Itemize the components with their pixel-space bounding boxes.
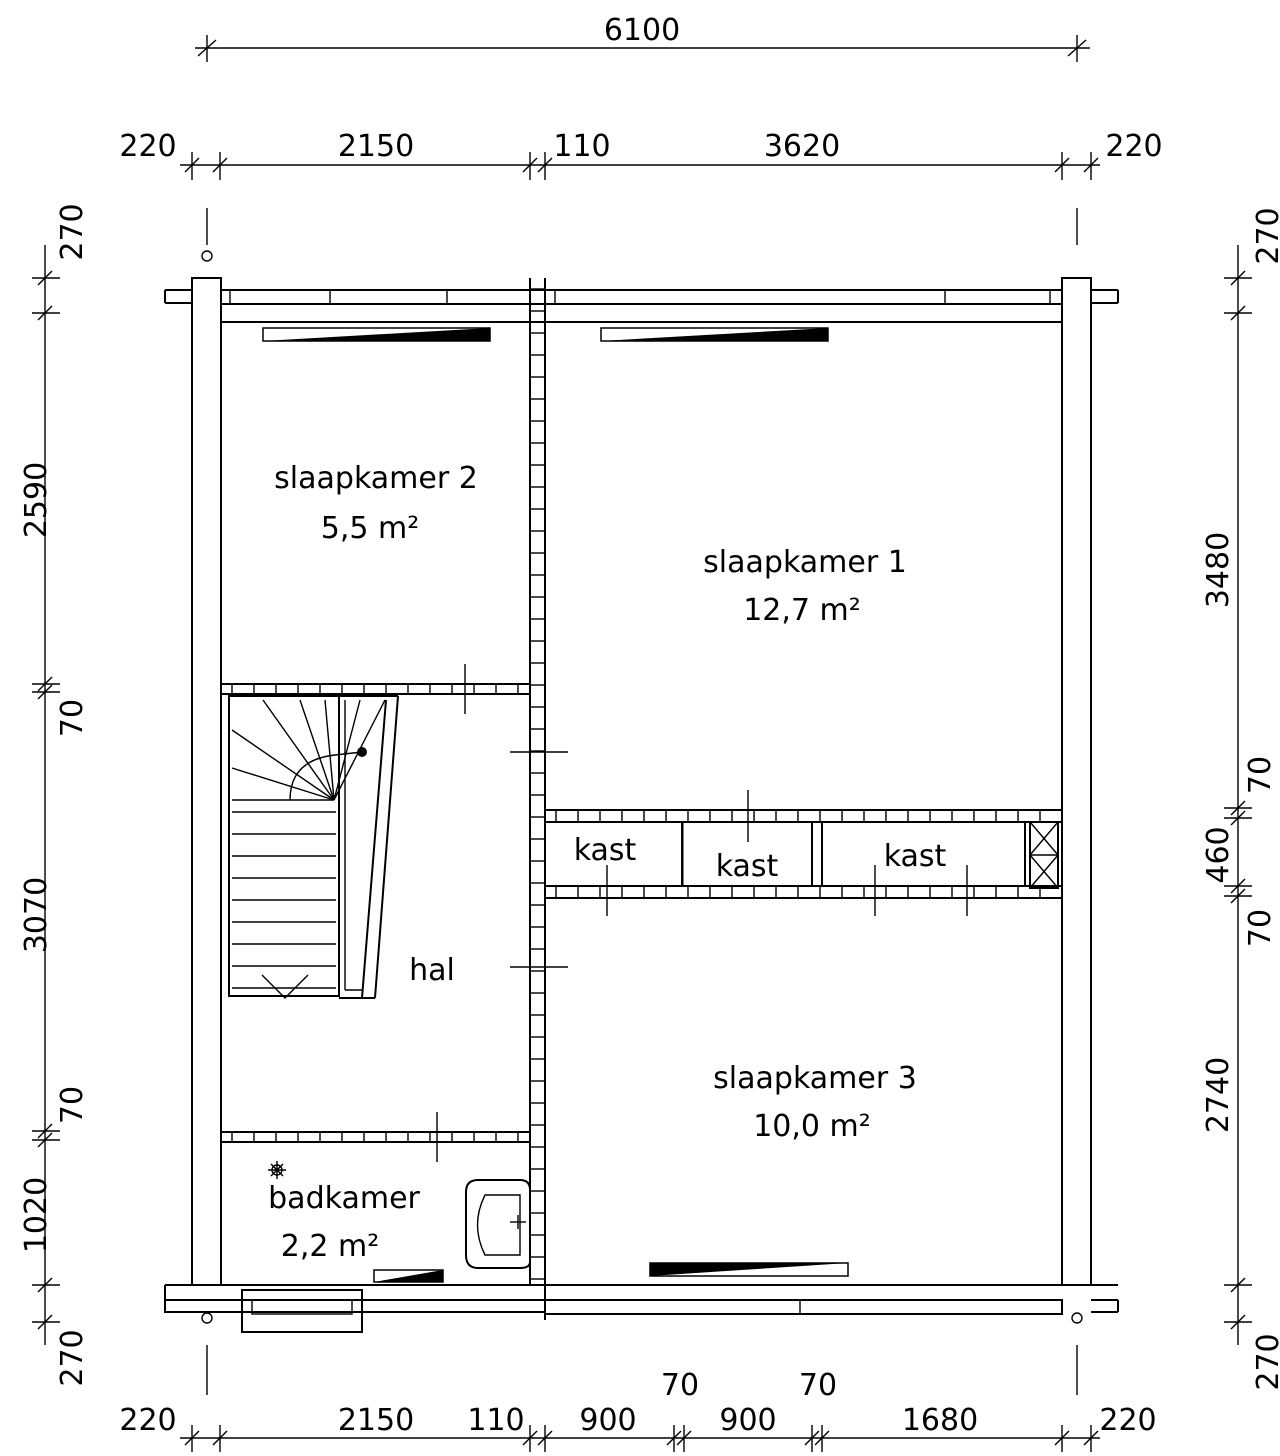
dim-top-1: 220 [119, 129, 176, 164]
room-name-hal: hal [409, 953, 455, 988]
ceiling-light [268, 1161, 286, 1179]
dim-left-2: 2590 [19, 462, 54, 538]
room-name-badkamer: badkamer [268, 1181, 420, 1216]
dim-left-5: 70 [55, 1086, 90, 1124]
dim-overall-width: 6100 [604, 13, 680, 48]
dim-bottom-5: 70 [661, 1368, 699, 1403]
dim-left-6: 1020 [19, 1177, 54, 1253]
dim-bottom-7: 70 [799, 1368, 837, 1403]
dim-bottom-4: 900 [579, 1403, 636, 1438]
dim-top-2: 2150 [338, 129, 414, 164]
dim-left-1: 270 [55, 203, 90, 260]
dimension-labels: 6100 220 2150 110 3620 220 220 2150 110 … [19, 13, 1280, 1438]
sink [465, 1179, 531, 1269]
dim-top-5: 220 [1105, 129, 1162, 164]
dim-right-4: 460 [1201, 826, 1236, 883]
door-markers [436, 664, 968, 1162]
dim-right-5: 70 [1243, 909, 1278, 947]
dim-bottom-6: 900 [719, 1403, 776, 1438]
dim-bottom-8: 1680 [902, 1403, 978, 1438]
dim-left-4: 3070 [19, 877, 54, 953]
room-area-slaapkamer-3: 10,0 m² [753, 1109, 871, 1144]
dim-left-3: 70 [55, 699, 90, 737]
dim-right-7: 270 [1251, 1333, 1280, 1390]
walls [164, 277, 1119, 1333]
dim-top-3: 110 [553, 129, 610, 164]
staircase [228, 695, 399, 999]
closet-label-1: kast [574, 833, 637, 868]
dim-right-2: 3480 [1201, 532, 1236, 608]
closet-label-2: kast [716, 849, 779, 884]
room-name-slaapkamer-3: slaapkamer 3 [713, 1061, 917, 1096]
shaft [1029, 821, 1059, 889]
dim-top-4: 3620 [764, 129, 840, 164]
dim-right-1: 270 [1251, 207, 1280, 264]
dim-bottom-3: 110 [467, 1403, 524, 1438]
room-area-slaapkamer-2: 5,5 m² [321, 511, 420, 546]
room-labels: slaapkamer 2 5,5 m² slaapkamer 1 12,7 m²… [268, 461, 946, 1264]
closet-label-3: kast [884, 839, 947, 874]
radiators [262, 327, 849, 1283]
room-name-slaapkamer-2: slaapkamer 2 [274, 461, 478, 496]
room-name-slaapkamer-1: slaapkamer 1 [703, 545, 907, 580]
dim-bottom-9: 220 [1099, 1403, 1156, 1438]
dim-left-7: 270 [55, 1329, 90, 1386]
dim-right-6: 2740 [1201, 1057, 1236, 1133]
dim-bottom-2: 2150 [338, 1403, 414, 1438]
interior-walls [221, 278, 1062, 1285]
room-area-badkamer: 2,2 m² [281, 1229, 380, 1264]
dim-bottom-1: 220 [119, 1403, 176, 1438]
room-area-slaapkamer-1: 12,7 m² [743, 593, 861, 628]
dimension-lines [32, 35, 1252, 1452]
dim-right-3: 70 [1243, 756, 1278, 794]
